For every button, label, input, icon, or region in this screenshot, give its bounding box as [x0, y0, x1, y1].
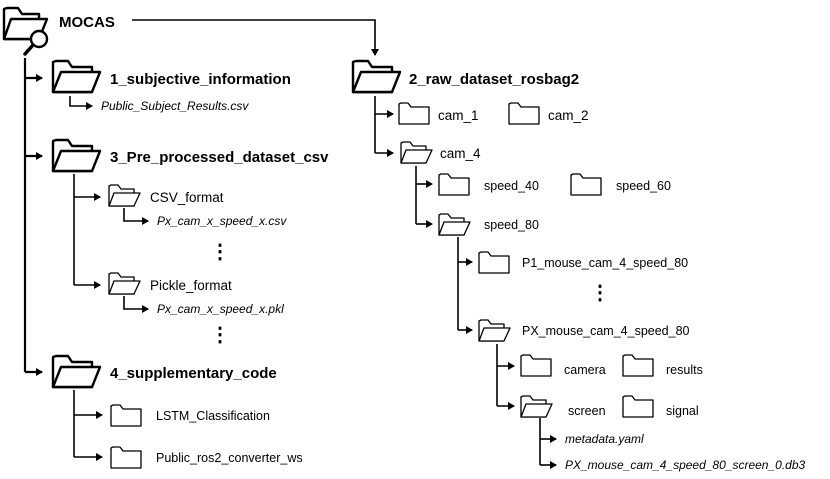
folder-closed-icon	[622, 395, 654, 418]
subjective-file-connector	[69, 96, 93, 110]
cam-2-label: cam_2	[548, 108, 589, 123]
speed-80-label: speed_80	[484, 218, 539, 232]
speed-40-label: speed_40	[484, 179, 539, 193]
supplementary-label: 4_supplementary_code	[110, 365, 277, 382]
screen-label: screen	[568, 404, 606, 418]
speed-60-label: speed_60	[616, 179, 671, 193]
root-folder-search-icon	[2, 6, 49, 56]
folder-closed-icon	[110, 446, 142, 469]
folder-open-icon	[400, 141, 433, 164]
root-to-rosbag-connector	[132, 19, 379, 56]
folder-closed-icon	[622, 354, 654, 377]
cam-1-label: cam_1	[438, 108, 479, 123]
folder-closed-icon	[520, 354, 552, 377]
folder-open-icon	[520, 395, 553, 418]
folder-open-icon	[478, 319, 511, 342]
folder-open-icon	[438, 213, 471, 236]
signal-label: signal	[666, 404, 699, 418]
folder-open-icon	[351, 59, 402, 94]
folder-open-icon	[51, 138, 102, 173]
folder-open-icon	[51, 354, 102, 389]
folder-open-icon	[108, 272, 141, 295]
folder-open-icon	[51, 59, 102, 94]
folder-closed-icon	[438, 173, 470, 196]
folder-closed-icon	[110, 404, 142, 427]
results-label: results	[666, 363, 703, 377]
csv-file-connector	[123, 208, 149, 225]
csv-ellipsis: ⋮	[210, 241, 230, 263]
folder-closed-icon	[398, 102, 430, 125]
subjective-label: 1_subjective_information	[110, 71, 291, 88]
ros2-converter-label: Public_ros2_converter_ws	[156, 451, 303, 465]
db3-file: PX_mouse_cam_4_speed_80_screen_0.db3	[565, 458, 806, 472]
folder-closed-icon	[570, 173, 602, 196]
pickle-file-connector	[123, 296, 149, 313]
lstm-label: LSTM_Classification	[156, 409, 270, 423]
pickle-file: Px_cam_x_speed_x.pkl	[157, 302, 284, 316]
folder-closed-icon	[508, 102, 540, 125]
root-label: MOCAS	[59, 14, 115, 31]
camera-label: camera	[564, 363, 606, 377]
px-label: PX_mouse_cam_4_speed_80	[522, 324, 690, 338]
csv-file: Px_cam_x_speed_x.csv	[157, 214, 287, 228]
metadata-file: metadata.yaml	[565, 432, 644, 446]
folder-open-icon	[108, 184, 141, 207]
preprocessed-label: 3_Pre_processed_dataset_csv	[110, 149, 329, 166]
p1-label: P1_mouse_cam_4_speed_80	[522, 256, 688, 270]
cam-4-label: cam_4	[440, 146, 481, 161]
participants-ellipsis: ⋮	[590, 282, 610, 304]
csv-format-label: CSV_format	[150, 190, 224, 205]
rosbag-label: 2_raw_dataset_rosbag2	[409, 71, 579, 88]
pickle-ellipsis: ⋮	[210, 324, 230, 346]
folder-closed-icon	[478, 251, 510, 274]
subjective-file: Public_Subject_Results.csv	[101, 99, 249, 113]
pickle-format-label: Pickle_format	[150, 278, 232, 293]
